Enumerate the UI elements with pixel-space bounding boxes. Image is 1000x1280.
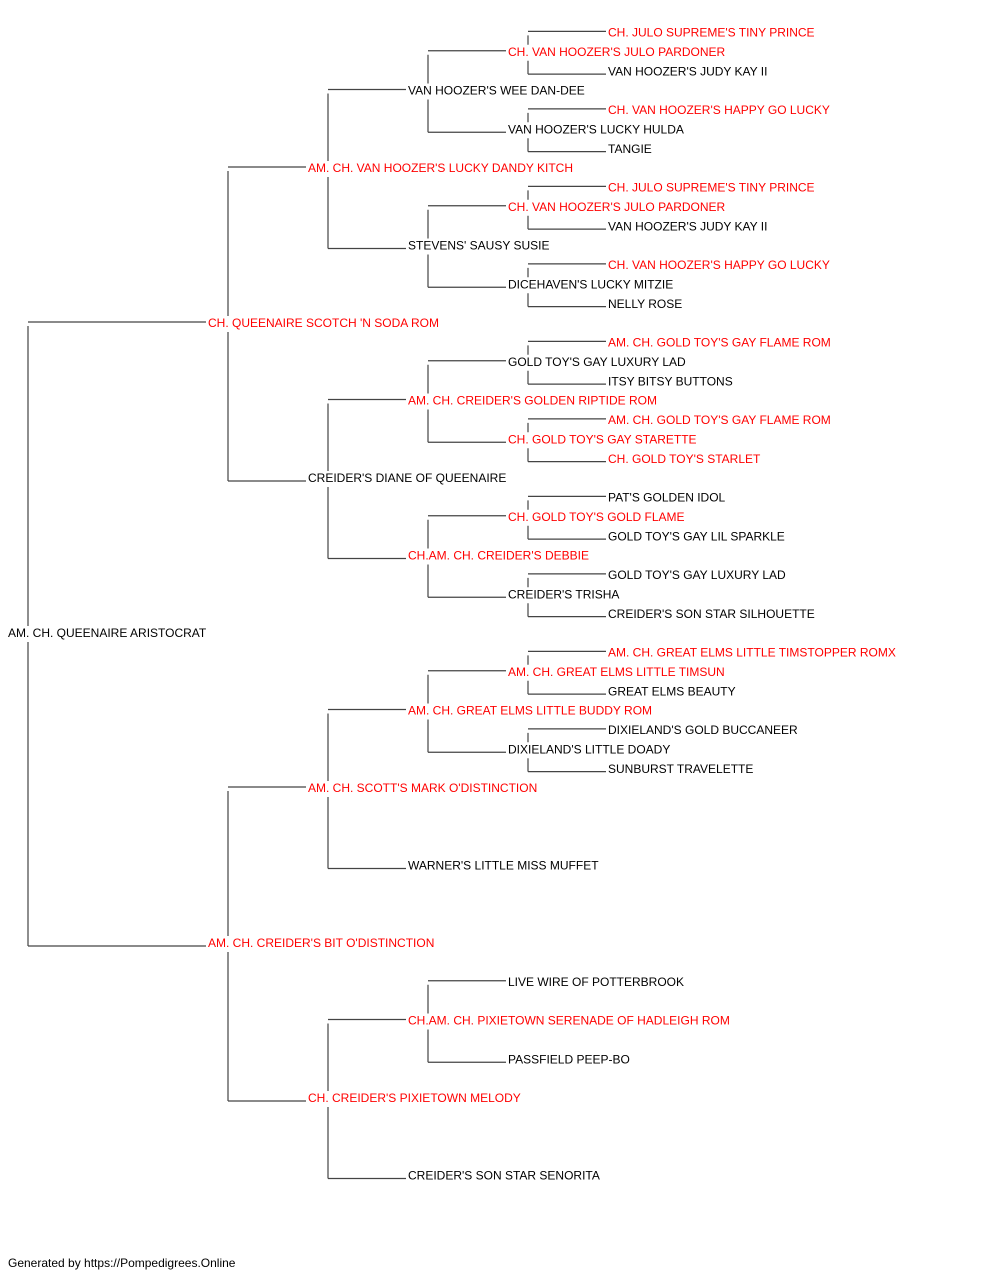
pedigree-name-sire-dam-dam-dam-sire: GOLD TOY'S GAY LUXURY LAD (608, 568, 786, 582)
pedigree-name-sire-dam-sire: AM. CH. CREIDER'S GOLDEN RIPTIDE ROM (408, 394, 657, 408)
pedigree-name-sire-sire-sire-sire-dam: VAN HOOZER'S JUDY KAY II (608, 64, 767, 78)
pedigree-name-sire-sire-dam-dam: DICEHAVEN'S LUCKY MITZIE (508, 277, 673, 291)
pedigree-name-dam-sire-sire-sire: AM. CH. GREAT ELMS LITTLE TIMSUN (508, 665, 725, 679)
pedigree-name-dam-sire-sire-sire-sire: AM. CH. GREAT ELMS LITTLE TIMSTOPPER ROM… (608, 646, 896, 660)
pedigree-name-sire-sire-dam-sire-sire: CH. JULO SUPREME'S TINY PRINCE (608, 181, 815, 195)
pedigree-name-dam-sire-dam: WARNER'S LITTLE MISS MUFFET (408, 859, 599, 873)
pedigree-name-sire-dam-sire-sire-dam: ITSY BITSY BUTTONS (608, 374, 733, 388)
pedigree-name-sire-dam-dam-sire-sire: PAT'S GOLDEN IDOL (608, 491, 726, 505)
pedigree-name-sire-sire-sire-dam-sire: CH. VAN HOOZER'S HAPPY GO LUCKY (608, 103, 830, 117)
pedigree-name-sire-sire-sire: VAN HOOZER'S WEE DAN-DEE (408, 84, 585, 98)
pedigree-name-dam-sire-sire-dam-dam: SUNBURST TRAVELETTE (608, 762, 753, 776)
pedigree-name-sire-sire-dam-dam-sire: CH. VAN HOOZER'S HAPPY GO LUCKY (608, 258, 830, 272)
pedigree-name-dam-dam-sire-dam: PASSFIELD PEEP-BO (508, 1052, 630, 1066)
pedigree-name-sire-sire-dam-sire-dam: VAN HOOZER'S JUDY KAY II (608, 219, 767, 233)
pedigree-name-sire-sire-dam-dam-dam: NELLY ROSE (608, 297, 682, 311)
pedigree-name-sire-dam-dam: CH.AM. CH. CREIDER'S DEBBIE (408, 549, 589, 563)
pedigree-name-sire-sire-sire-dam-dam: TANGIE (608, 142, 652, 156)
pedigree-name-sire-dam-sire-sire-sire: AM. CH. GOLD TOY'S GAY FLAME ROM (608, 336, 831, 350)
pedigree-name-dam-dam-sire: CH.AM. CH. PIXIETOWN SERENADE OF HADLEIG… (408, 1014, 730, 1028)
pedigree-name-sire-dam-dam-dam: CREIDER'S TRISHA (508, 587, 619, 601)
pedigree-name-dam-dam-sire-sire: LIVE WIRE OF POTTERBROOK (508, 975, 684, 989)
pedigree-name-sire-dam-sire-sire: GOLD TOY'S GAY LUXURY LAD (508, 355, 686, 369)
pedigree-name-sire-dam-sire-dam-dam: CH. GOLD TOY'S STARLET (608, 452, 761, 466)
pedigree-name-sire-sire-sire-sire-sire: CH. JULO SUPREME'S TINY PRINCE (608, 26, 815, 40)
pedigree-name-dam: AM. CH. CREIDER'S BIT O'DISTINCTION (208, 936, 434, 950)
pedigree-name-sire-dam-sire-dam-sire: AM. CH. GOLD TOY'S GAY FLAME ROM (608, 413, 831, 427)
pedigree-name-dam-sire-sire: AM. CH. GREAT ELMS LITTLE BUDDY ROM (408, 704, 652, 718)
pedigree-name-sire-sire-sire-sire: CH. VAN HOOZER'S JULO PARDONER (508, 45, 726, 59)
pedigree-name-subject: AM. CH. QUEENAIRE ARISTOCRAT (8, 626, 207, 640)
pedigree-name-dam-sire-sire-dam-sire: DIXIELAND'S GOLD BUCCANEER (608, 723, 798, 737)
pedigree-name-dam-sire-sire-sire-dam: GREAT ELMS BEAUTY (608, 684, 736, 698)
pedigree-name-sire-dam-dam-sire: CH. GOLD TOY'S GOLD FLAME (508, 510, 685, 524)
pedigree-name-dam-sire-sire-dam: DIXIELAND'S LITTLE DOADY (508, 742, 670, 756)
pedigree-name-dam-sire: AM. CH. SCOTT'S MARK O'DISTINCTION (308, 781, 537, 795)
pedigree-name-dam-dam-dam: CREIDER'S SON STAR SENORITA (408, 1169, 600, 1183)
pedigree-name-sire-dam-dam-sire-dam: GOLD TOY'S GAY LIL SPARKLE (608, 529, 785, 543)
pedigree-name-sire-dam-dam-dam-dam: CREIDER'S SON STAR SILHOUETTE (608, 607, 815, 621)
pedigree-name-sire-sire-sire-dam: VAN HOOZER'S LUCKY HULDA (508, 122, 684, 136)
pedigree-name-sire-sire: AM. CH. VAN HOOZER'S LUCKY DANDY KITCH (308, 161, 573, 175)
pedigree-name-sire-sire-dam: STEVENS' SAUSY SUSIE (408, 239, 549, 253)
generated-by-footer: Generated by https://Pompedigrees.Online (8, 1256, 236, 1270)
pedigree-name-sire-dam: CREIDER'S DIANE OF QUEENAIRE (308, 471, 506, 485)
pedigree-name-dam-dam: CH. CREIDER'S PIXIETOWN MELODY (308, 1091, 521, 1105)
pedigree-name-sire-sire-dam-sire: CH. VAN HOOZER'S JULO PARDONER (508, 200, 726, 214)
pedigree-name-sire-dam-sire-dam: CH. GOLD TOY'S GAY STARETTE (508, 432, 697, 446)
pedigree-name-sire: CH. QUEENAIRE SCOTCH 'N SODA ROM (208, 316, 439, 330)
